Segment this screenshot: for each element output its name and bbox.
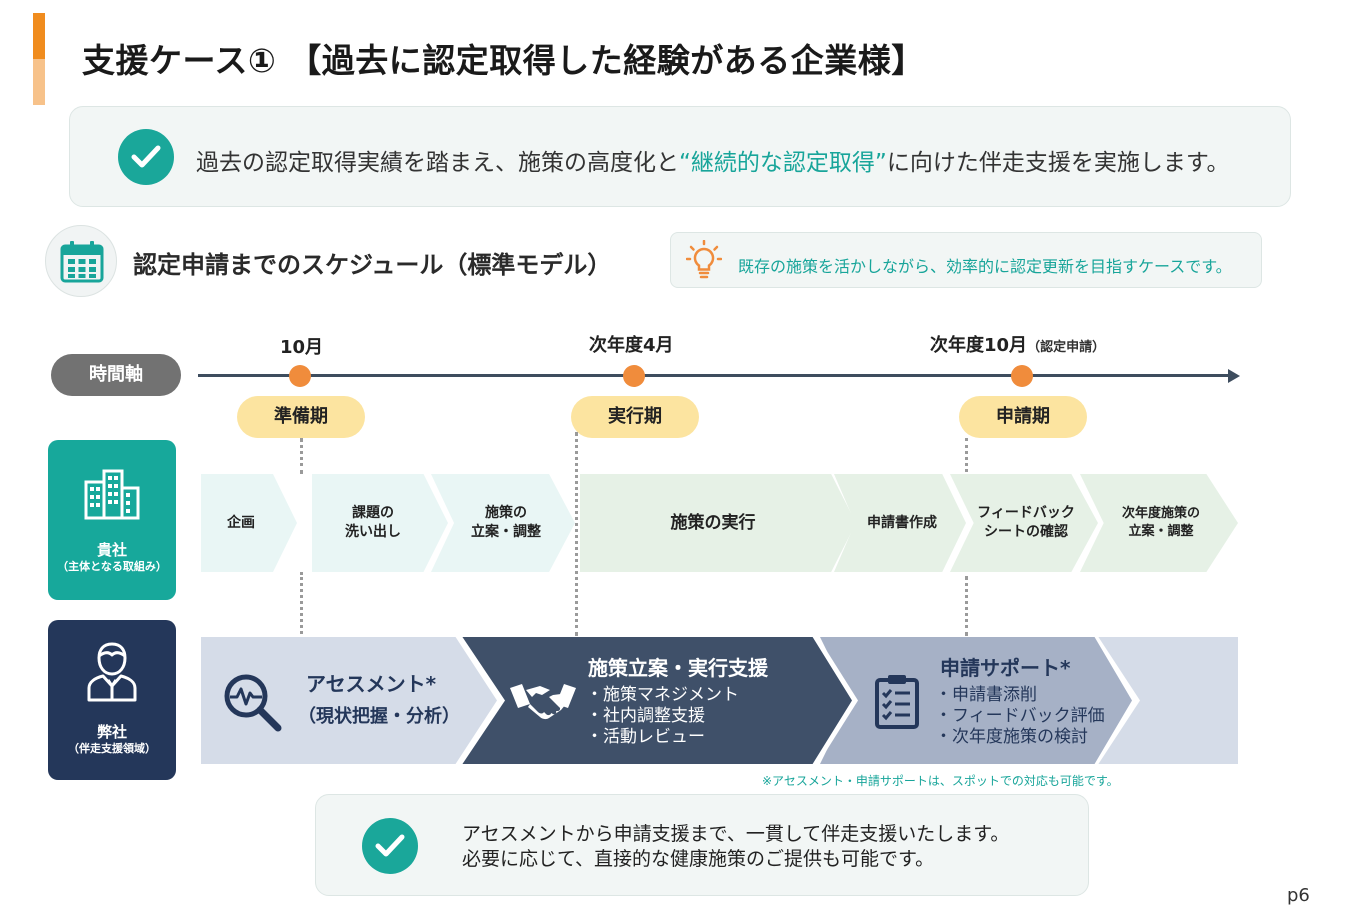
time-axis-line: [198, 374, 1232, 377]
summary-text: 過去の認定取得実績を踏まえ、施策の高度化と“継続的な認定取得”に向けた伴走支援を…: [196, 150, 1230, 176]
time-axis-arrowhead: [1228, 369, 1240, 383]
magnifier-pulse-icon: [224, 674, 282, 732]
guide-line: [965, 576, 968, 636]
title-accent-bar: [33, 13, 45, 59]
step-planning: 企画: [201, 474, 297, 572]
role-client-name: 貴社: [96, 541, 127, 559]
tip-text: 既存の施策を活かしながら、効率的に認定更新を目指すケースです。: [738, 257, 1232, 276]
page-number: p6: [1287, 885, 1310, 906]
tick-label-apr: 次年度4月: [589, 335, 674, 356]
timeline-dot: [1011, 365, 1033, 387]
tick-label-next-oct: 次年度10月（認定申請）: [930, 335, 1106, 356]
support-execution-item-3: ・活動レビュー: [586, 727, 705, 747]
clipboard-checklist-icon: [875, 675, 919, 729]
phase-apply: 申請期: [959, 396, 1087, 438]
tick-label-oct: 10月: [280, 337, 324, 358]
step-feedback-check: フィードバックシートの確認: [950, 474, 1098, 572]
phase-exec: 実行期: [571, 396, 699, 438]
summary-box: [69, 106, 1291, 207]
time-axis-label: 時間軸: [51, 354, 181, 396]
support-application-item-1: ・申請書添削: [935, 685, 1037, 705]
support-application: [820, 637, 1132, 764]
bottom-line-1: アセスメントから申請支援まで、一貫して伴走支援いたします。: [462, 823, 1010, 845]
support-execution-item-1: ・施策マネジメント: [586, 685, 739, 705]
role-client: 貴社 （主体となる取組み）: [48, 440, 176, 600]
bottom-line-2: 必要に応じて、直接的な健康施策のご提供も可能です。: [462, 848, 935, 870]
support-assessment: [201, 637, 497, 764]
bottom-summary-text: アセスメントから申請支援まで、一貫して伴走支援いたします。 必要に応じて、直接的…: [462, 822, 1009, 872]
page-title: 支援ケース① 【過去に認定取得した経験がある企業様】: [82, 41, 925, 80]
timeline-dot: [623, 365, 645, 387]
calendar-icon: [45, 225, 117, 297]
summary-highlight: “継続的な認定取得”: [679, 150, 887, 176]
guide-line: [300, 438, 303, 474]
bottom-summary-box: [315, 794, 1089, 896]
role-us: 弊社 （伴走支援領域）: [48, 620, 176, 780]
timeline-dot: [289, 365, 311, 387]
guide-line: [575, 432, 578, 636]
spot-support-note: ※アセスメント・申請サポートは、スポットでの対応も可能です。: [762, 774, 1119, 788]
step-application-writing: 申請書作成: [834, 474, 966, 572]
support-assessment-title: アセスメント*: [306, 672, 437, 696]
step-measure-execution: 施策の実行: [580, 474, 856, 572]
role-us-name: 弊社: [96, 723, 127, 741]
building-icon: [84, 469, 140, 520]
check-icon: [362, 818, 418, 874]
step-issue-identification: 課題の洗い出し: [312, 474, 448, 572]
consultant-icon: [87, 642, 137, 702]
tip-box: [670, 232, 1262, 288]
title-accent-bar-light: [33, 59, 45, 105]
schedule-title: 認定申請までのスケジュール（標準モデル）: [133, 251, 612, 279]
guide-line: [300, 572, 303, 634]
role-us-sub: （伴走支援領域）: [68, 742, 156, 755]
guide-line: [965, 438, 968, 472]
step-measure-planning: 施策の立案・調整: [431, 474, 575, 572]
support-application-item-3: ・次年度施策の検討: [935, 727, 1088, 747]
tick-sub-label: （認定申請）: [1027, 340, 1106, 355]
support-execution-item-2: ・社内調整支援: [586, 706, 705, 726]
support-execution-title: 施策立案・実行支援: [588, 656, 768, 680]
check-icon: [118, 129, 174, 185]
step-next-year-planning: 次年度施策の立案・調整: [1080, 474, 1238, 572]
lightbulb-icon: [686, 240, 722, 279]
support-application-item-2: ・フィードバック評価: [935, 706, 1105, 726]
handshake-icon: [510, 684, 576, 720]
role-client-sub: （主体となる取組み）: [57, 560, 167, 573]
phase-prep: 準備期: [237, 396, 365, 438]
support-assessment-sub: （現状把握・分析）: [298, 706, 460, 727]
support-application-title: 申請サポート*: [940, 656, 1071, 680]
